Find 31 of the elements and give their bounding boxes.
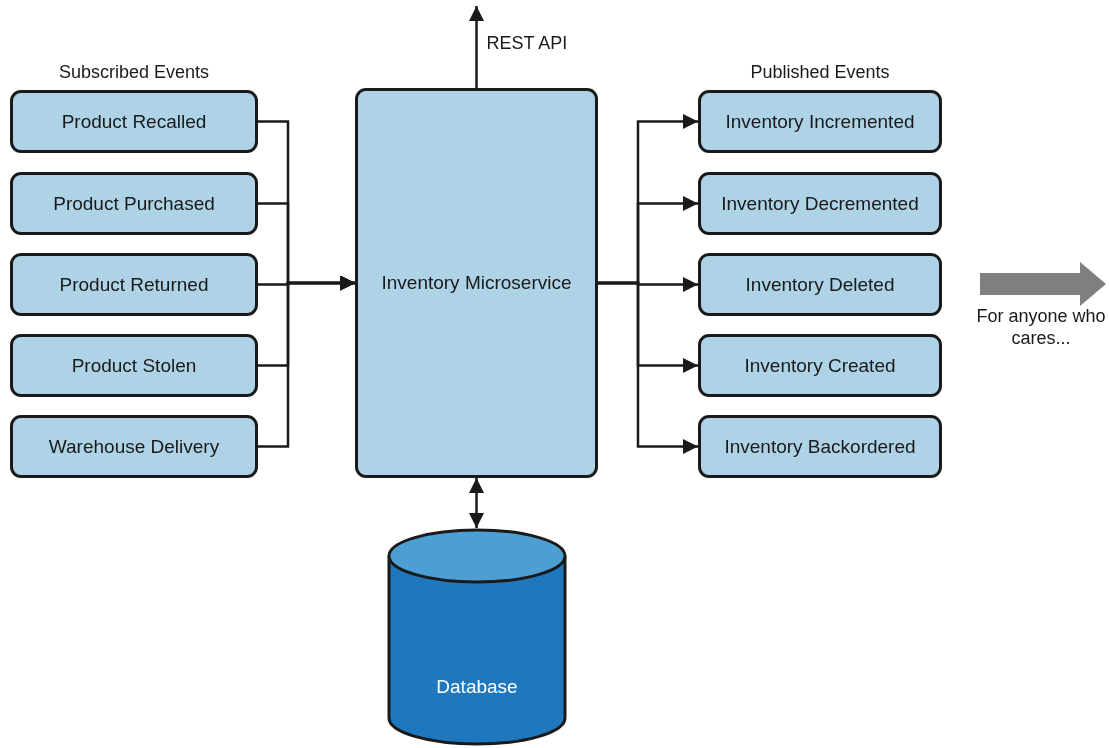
node-label: Inventory Deleted (745, 273, 895, 296)
arrow (598, 281, 698, 454)
node-label: Inventory Backordered (724, 435, 916, 458)
event-box (698, 90, 942, 153)
column-heading: Subscribed Events (57, 62, 211, 84)
node-label: Database (436, 676, 518, 698)
event-box (10, 172, 258, 235)
node-label: Inventory Incremented (725, 110, 915, 133)
event-box (10, 334, 258, 397)
node-label: Inventory Decremented (721, 192, 919, 215)
service-box (355, 88, 598, 478)
column-heading: Published Events (749, 62, 891, 84)
database-cylinder (387, 528, 567, 746)
event-box (10, 253, 258, 316)
event-box (698, 253, 942, 316)
node-label: Inventory Created (744, 354, 896, 377)
node-label: Product Purchased (53, 192, 215, 215)
arrow (258, 275, 355, 448)
event-box (698, 172, 942, 235)
event-box (698, 415, 942, 478)
event-box (10, 90, 258, 153)
node-label: Product Returned (59, 273, 209, 296)
arrow (469, 478, 484, 528)
note-text: For anyone who cares... (975, 306, 1107, 350)
node-label: Warehouse Delivery (48, 435, 220, 458)
event-box (698, 334, 942, 397)
node-label: Product Recalled (61, 110, 207, 133)
node-label: Product Stolen (71, 354, 197, 377)
event-box (10, 415, 258, 478)
node-label: Inventory Microservice (381, 272, 572, 294)
arrow (469, 6, 484, 88)
